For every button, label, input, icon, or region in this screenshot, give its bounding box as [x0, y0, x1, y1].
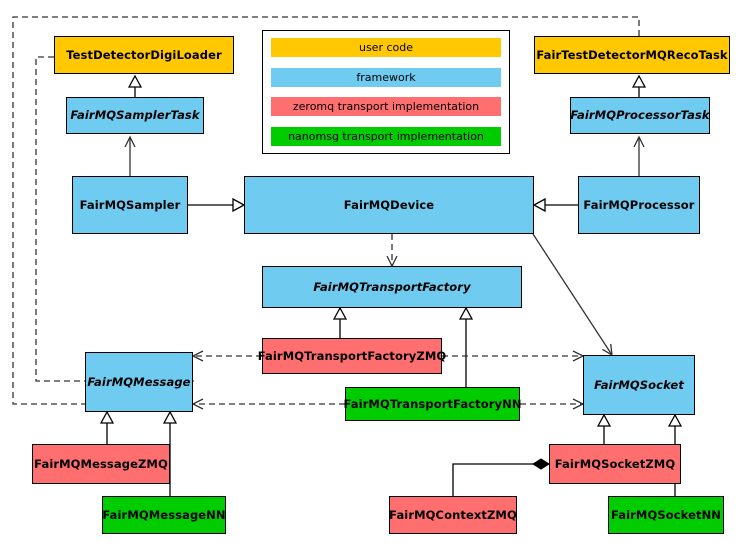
legend-item-nanomsg: nanomsg transport implementation: [271, 126, 501, 146]
class-node-fairmqsampler[interactable]: FairMQSampler: [72, 176, 188, 234]
class-node-fairmqcontextzmq[interactable]: FairMQContextZMQ: [389, 496, 517, 534]
color-legend: user code framework zeromq transport imp…: [262, 30, 510, 154]
class-node-fairmqsocketnn[interactable]: FairMQSocketNN: [608, 496, 724, 534]
class-node-testdetectordigiloader[interactable]: TestDetectorDigiLoader: [54, 36, 234, 74]
class-node-fairmqmessagenn[interactable]: FairMQMessageNN: [102, 496, 226, 534]
legend-item-framework: framework: [271, 67, 501, 87]
class-node-fairmqmessagezmq[interactable]: FairMQMessageZMQ: [32, 444, 170, 484]
class-node-fairmqtransportfactory[interactable]: FairMQTransportFactory: [262, 266, 522, 308]
class-node-fairmqsamplertask[interactable]: FairMQSamplerTask: [66, 97, 204, 134]
class-node-fairmqprocessor[interactable]: FairMQProcessor: [578, 176, 700, 234]
class-node-fairmqprocessortask[interactable]: FairMQProcessorTask: [570, 97, 710, 134]
class-node-fairmqdevice[interactable]: FairMQDevice: [244, 176, 534, 234]
edge-contextzmq-socketzmq: [452, 458, 550, 496]
edge-device-socket: [532, 233, 613, 357]
class-node-fairmqtransportfactorynn[interactable]: FairMQTransportFactoryNN: [343, 387, 521, 421]
legend-item-zeromq: zeromq transport implementation: [271, 97, 501, 117]
class-node-fairmqtransportfactoryzmq[interactable]: FairMQTransportFactoryZMQ: [258, 338, 446, 374]
legend-item-user-code: user code: [271, 38, 501, 57]
class-node-fairmqsocket[interactable]: FairMQSocket: [583, 355, 695, 415]
class-node-fairtestdetectormqrecotask[interactable]: FairTestDetectorMQRecoTask: [534, 36, 730, 74]
class-node-fairmqmessage[interactable]: FairMQMessage: [85, 352, 193, 412]
class-node-fairmqsocketzmq[interactable]: FairMQSocketZMQ: [549, 444, 681, 484]
